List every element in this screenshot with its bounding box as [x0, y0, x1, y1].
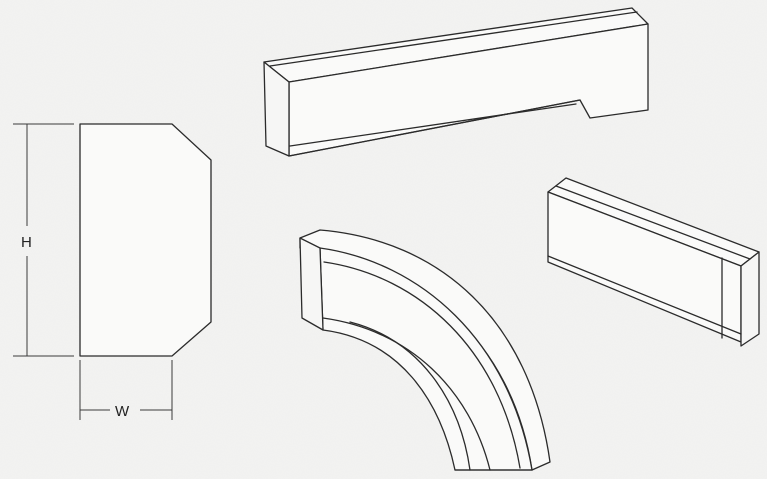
width-dimension: [79, 360, 173, 420]
height-label: H: [21, 234, 32, 251]
curved-molding: [299, 229, 551, 471]
short-molding-bevel-line: [555, 185, 751, 260]
curved-molding-end-face: [299, 237, 324, 331]
profile-cross-section: H W: [13, 123, 212, 420]
long-molding-lower-line: [289, 103, 577, 147]
profile-outline: [79, 123, 212, 357]
straight-molding-short: [547, 177, 760, 347]
long-molding-bottom-edge: [288, 99, 581, 157]
height-dimension: [13, 123, 74, 357]
short-molding-lower-line: [547, 255, 742, 335]
curved-molding-inner-line-2: [322, 317, 491, 471]
curved-molding-inner-line-1: [323, 261, 521, 469]
short-molding-end-face: [740, 251, 760, 347]
width-label: W: [115, 403, 130, 420]
long-molding-bevel-line: [269, 11, 638, 67]
curved-molding-inner-line-3: [349, 321, 471, 471]
straight-molding-long: [263, 7, 649, 157]
